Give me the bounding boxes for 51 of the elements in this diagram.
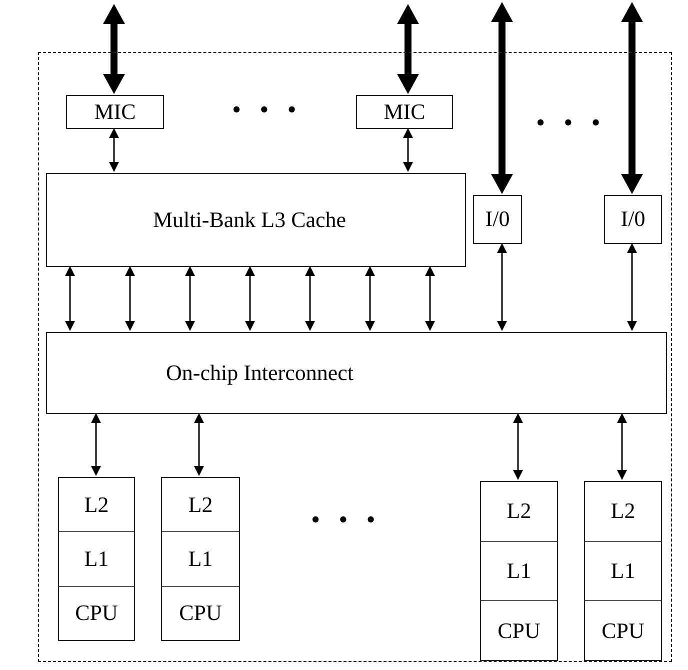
double-arrow [194, 413, 204, 476]
double-arrow [103, 4, 125, 94]
double-arrow [185, 266, 195, 331]
double-arrow [365, 266, 375, 331]
core-stack-box [480, 481, 558, 661]
controller-box [356, 95, 453, 129]
ellipsis-label: • • • [536, 110, 606, 136]
controller-box [66, 95, 164, 129]
block-label: I/0 [485, 207, 510, 232]
block-label: MIC [94, 100, 136, 124]
ellipsis-label: • • • [232, 97, 302, 123]
double-arrow [109, 128, 119, 172]
double-arrow [627, 243, 637, 331]
block-label: CPU [498, 618, 540, 643]
double-arrow [125, 266, 135, 331]
ellipsis-label: • • • [311, 507, 382, 533]
block-label: L1 [188, 546, 213, 572]
block-label: L1 [84, 546, 109, 572]
block-label: CPU [179, 601, 222, 626]
double-arrow [403, 128, 413, 172]
double-arrow [621, 2, 643, 194]
double-arrow [491, 2, 513, 194]
double-arrow [397, 4, 419, 94]
double-arrow [497, 243, 507, 331]
interconnect-box [46, 332, 667, 414]
block-label: L2 [506, 499, 532, 524]
chip-boundary [38, 52, 672, 662]
double-arrow [245, 266, 255, 331]
io-box [604, 195, 662, 244]
double-arrow [91, 413, 101, 476]
core-stack-box [58, 477, 135, 641]
double-arrow [617, 413, 627, 480]
cache-box [46, 173, 466, 267]
block-label: Multi-Bank L3 Cache [153, 208, 346, 232]
block-label: L2 [188, 492, 213, 517]
double-arrow [65, 266, 75, 331]
core-stack-box [584, 481, 662, 661]
double-arrow [513, 413, 523, 480]
block-label: L1 [506, 558, 532, 584]
block-label: CPU [75, 601, 118, 626]
core-stack-box [161, 477, 240, 641]
block-label: L2 [84, 492, 109, 517]
block-label: I/0 [620, 207, 646, 232]
double-arrow [425, 266, 435, 331]
io-box [473, 195, 522, 244]
block-label: L2 [610, 499, 636, 524]
block-label: L1 [610, 558, 636, 584]
double-arrow [305, 266, 315, 331]
block-label: CPU [602, 618, 644, 643]
block-label: MIC [384, 100, 426, 124]
block-label: On-chip Interconnect [166, 360, 354, 386]
